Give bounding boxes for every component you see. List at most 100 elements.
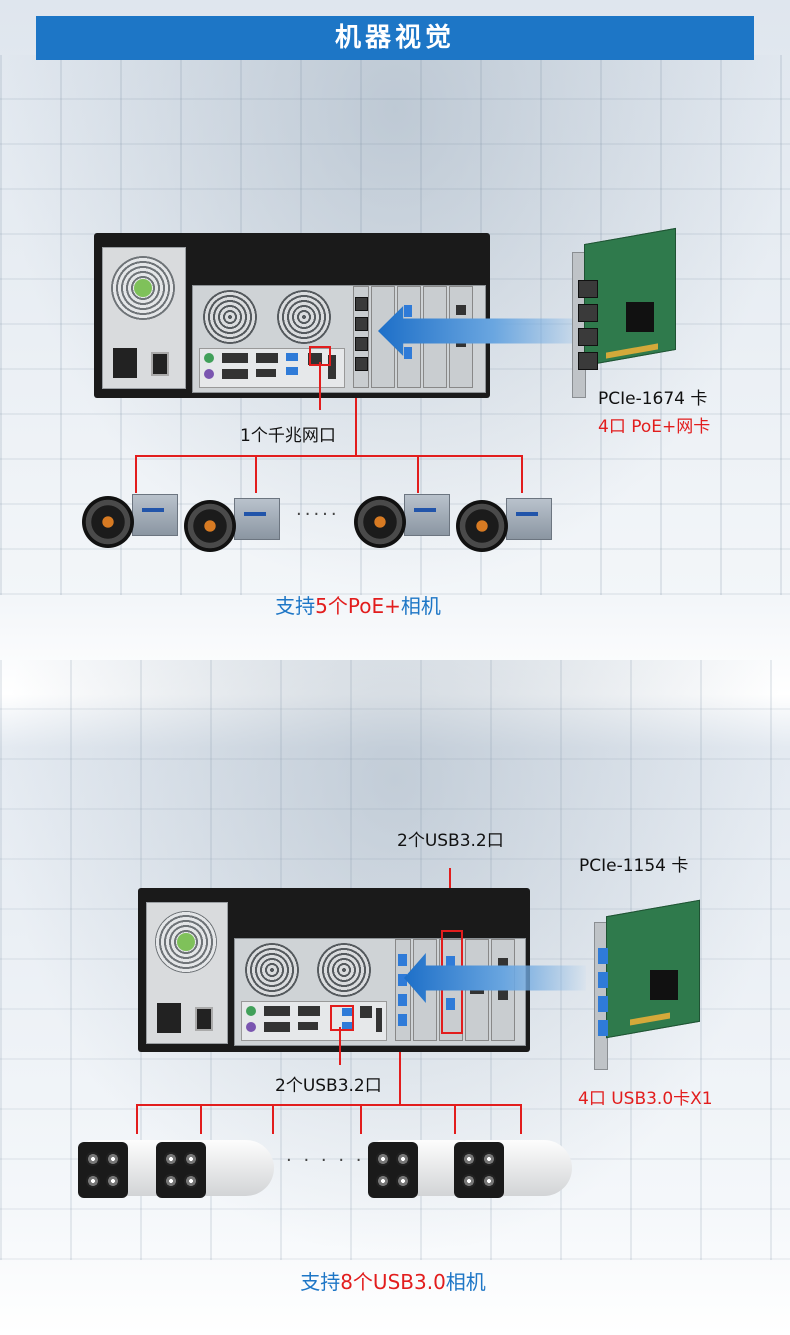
vga-port-icon: [256, 353, 278, 363]
expansion-slot: [353, 286, 369, 388]
rj45-port-icon: [578, 352, 598, 370]
ellipsis-dots: ·····: [296, 504, 340, 525]
dvi-port-icon: [222, 369, 248, 379]
bus-drop: [135, 455, 137, 493]
lan-port-icon: [360, 1006, 372, 1018]
usb-port-icon: [404, 347, 412, 359]
psu-fan-hub-icon: [177, 933, 195, 951]
bullet-camera: [156, 1132, 276, 1202]
power-switch-icon: [195, 1007, 213, 1031]
rj45-port-icon: [355, 357, 368, 371]
ir-led-icon: [106, 1174, 120, 1188]
usb-port-label-bottom: 2个USB3.2口: [275, 1076, 382, 1096]
caption-prefix: 支持: [300, 1270, 341, 1294]
usb-port-icon: [598, 1020, 608, 1036]
industrial-camera: [352, 488, 454, 552]
bus-drop: [417, 455, 419, 493]
ir-led-icon: [396, 1152, 410, 1166]
caption-highlight: 8个USB3.0: [340, 1270, 446, 1294]
bus-drop: [520, 1104, 522, 1134]
camera-logo-icon: [516, 512, 538, 516]
card-name-1154: PCIe-1154 卡: [579, 856, 689, 876]
power-supply-unit: [146, 902, 228, 1044]
camera-face: [454, 1142, 504, 1198]
rj45-port-icon: [578, 304, 598, 322]
system-fan-icon: [203, 290, 257, 344]
ipc-chassis-rear-1: [94, 233, 490, 398]
industrial-camera: [80, 488, 182, 552]
io-panel: [241, 1001, 387, 1041]
system-fan-icon: [317, 943, 371, 997]
usb-port-icon: [598, 948, 608, 964]
lan-port-label: 1个千兆网口: [240, 426, 336, 446]
camera-face: [368, 1142, 418, 1198]
ir-led-icon: [164, 1152, 178, 1166]
usb-port-icon: [398, 954, 407, 966]
usb-port-icon: [498, 958, 508, 968]
ir-led-icon: [396, 1174, 410, 1188]
camera-logo-icon: [142, 508, 164, 512]
rear-io-area: [234, 938, 526, 1046]
camera-body: [234, 498, 280, 540]
usb-port-icon: [286, 353, 298, 361]
rj45-port-icon: [355, 297, 368, 311]
camera-face: [78, 1142, 128, 1198]
bus-drop: [272, 1104, 274, 1134]
card-chip: [626, 302, 654, 332]
card-desc-1154: 4口 USB3.0卡X1: [578, 1089, 713, 1109]
dvi-port-icon: [264, 1022, 290, 1032]
bus-trunk: [355, 398, 357, 456]
ir-led-icon: [462, 1174, 476, 1188]
camera-logo-icon: [244, 512, 266, 516]
rj45-port-icon: [578, 328, 598, 346]
ps2-port-icon: [204, 369, 214, 379]
usb-port-icon: [456, 305, 466, 315]
bus-drop: [360, 1104, 362, 1134]
expansion-slot: [395, 939, 411, 1041]
camera-body: [132, 494, 178, 536]
hdmi-port-icon: [298, 1022, 318, 1030]
ir-led-icon: [86, 1174, 100, 1188]
card-chip: [650, 970, 678, 1000]
vga-port-icon: [298, 1006, 320, 1016]
usb-port-icon: [446, 956, 455, 968]
rj45-port-icon: [578, 280, 598, 298]
system-fan-icon: [277, 290, 331, 344]
bullet-camera: [454, 1132, 574, 1202]
ir-led-icon: [184, 1152, 198, 1166]
card-desc-1674: 4口 PoE+网卡: [598, 417, 711, 437]
camera-logo-icon: [414, 508, 436, 512]
hdmi-port-icon: [256, 369, 276, 377]
usb-port-icon: [446, 998, 455, 1010]
rj45-port-icon: [355, 317, 368, 331]
usb-port-icon: [398, 994, 407, 1006]
psu-fan-hub-icon: [134, 279, 152, 297]
usb-port-icon: [598, 996, 608, 1012]
ir-led-icon: [86, 1152, 100, 1166]
com-port-icon: [222, 353, 248, 363]
usb-port-icon: [398, 1014, 407, 1026]
caption-poe: 支持5个PoE+相机: [0, 590, 716, 619]
power-socket-icon: [113, 348, 137, 378]
camera-body: [506, 498, 552, 540]
highlight-box-onboard-usb: [330, 1005, 354, 1031]
ir-led-icon: [482, 1152, 496, 1166]
camera-face: [156, 1142, 206, 1198]
usb-port-icon: [498, 990, 508, 1000]
audio-port-icon: [376, 1008, 382, 1032]
bus-line: [136, 1104, 522, 1106]
usb-port-label-top: 2个USB3.2口: [397, 831, 504, 851]
bus-drop: [136, 1104, 138, 1134]
power-switch-icon: [151, 352, 169, 376]
usb-port-icon: [342, 1008, 354, 1016]
pcie-1154-card-image: [588, 899, 700, 1070]
pcie-1674-card-image: [566, 227, 676, 398]
ir-led-icon: [184, 1174, 198, 1188]
caption-usb: 支持8个USB3.0相机: [0, 1266, 786, 1295]
rj45-port-icon: [355, 337, 368, 351]
ps2-port-icon: [246, 1022, 256, 1032]
camera-lens-icon: [456, 500, 508, 552]
bus-line: [135, 455, 523, 457]
ir-led-icon: [482, 1174, 496, 1188]
camera-body: [404, 494, 450, 536]
